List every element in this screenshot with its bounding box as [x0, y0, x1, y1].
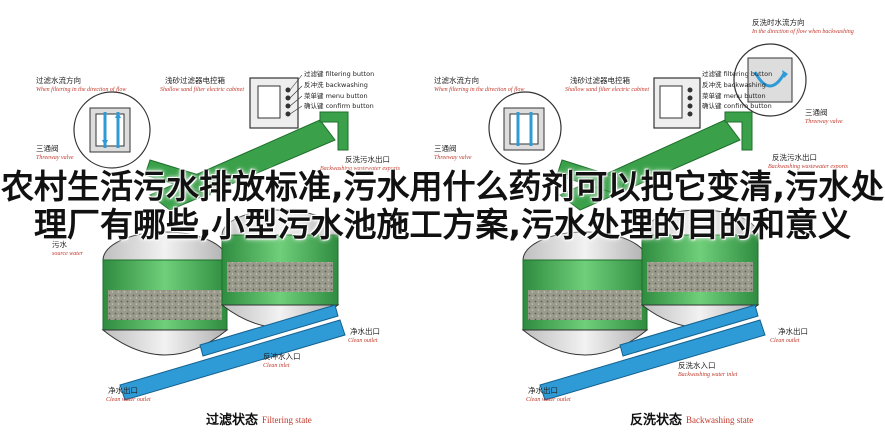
left-backwash-outlet-en: Backwashing wastewater exports: [320, 166, 401, 172]
left-backwash-inlet-en: Clean inlet: [263, 363, 290, 369]
left-cabinet-cn: 浅砂过滤器电控箱: [165, 75, 225, 85]
left-clean-outlet-en: Clean outlet: [348, 338, 378, 344]
right-filter-direction-cn: 过滤水流方向: [434, 75, 479, 85]
right-clean-water-outlet-cn: 净水出口: [528, 385, 558, 395]
right-backwash-outlet-en: Backwashing wastewater exports: [768, 164, 849, 170]
right-caption-en: Backwashing state: [686, 415, 753, 425]
left-valve-detail: [73, 91, 151, 169]
right-btn-backwashing: 反冲洗 backwashing: [702, 80, 766, 89]
left-btn-filtering: 过滤键 filtering button: [304, 69, 374, 78]
right-three-way-top-cn: 三通阀: [805, 107, 828, 117]
right-backwash-outlet-cn: 反洗污水出口: [772, 152, 817, 162]
left-filter-direction-cn: 过滤水流方向: [36, 75, 81, 85]
left-sewage-en: source water: [52, 251, 84, 257]
left-three-way-cn: 三通阀: [36, 143, 59, 153]
right-green-pipe: [559, 119, 741, 211]
right-btn-menu: 菜单键 menu button: [702, 91, 766, 100]
right-three-way-cn: 三通阀: [434, 143, 457, 153]
right-filter-direction-en: When filtering in the direction of flow: [434, 86, 524, 93]
left-panel: 过滤水流方向 When filtering in the direction o…: [36, 69, 401, 428]
right-backwash-inlet-cn: 反洗水入口: [678, 360, 716, 370]
right-cabinet-cn: 浅砂过滤器电控箱: [570, 75, 630, 85]
left-caption-cn: 过滤状态: [206, 412, 258, 428]
left-filter-direction-en: When filtering in the direction of flow: [36, 86, 126, 93]
left-clean-outlet-cn: 净水出口: [350, 326, 380, 336]
left-blue-pipe: [119, 319, 346, 401]
right-panel: 反洗时水流方向 In the direction of flow when ba…: [434, 17, 854, 428]
left-clean-water-outlet-cn: 净水出口: [108, 385, 138, 395]
left-control-cabinet: [249, 74, 303, 129]
right-backwash-valve-detail: [733, 43, 807, 117]
right-caption-cn: 反洗状态: [630, 412, 682, 428]
right-cabinet-en: Shallow sand filter electric cabinet: [565, 86, 649, 93]
right-clean-water-outlet-en: Clean water outlet: [526, 397, 571, 403]
right-three-way-top-en: Threeway valve: [805, 119, 843, 125]
right-blue-pipe: [539, 319, 766, 401]
left-btn-menu: 菜单键 menu button: [304, 91, 368, 100]
right-backwash-direction-en: In the direction of flow when backwashin…: [751, 28, 854, 35]
left-green-pipe: [149, 119, 336, 211]
left-caption-en: Filtering state: [262, 415, 312, 425]
left-clean-water-outlet-en: Clean water outlet: [106, 397, 151, 403]
left-btn-backwashing: 反冲洗 backwashing: [304, 80, 368, 89]
right-valve-detail: [488, 91, 562, 165]
right-three-way-en: Threeway valve: [434, 155, 472, 161]
right-btn-confirm: 确认键 confirm button: [702, 101, 772, 110]
right-tank-1: [521, 231, 649, 356]
right-backwash-direction-cn: 反洗时水流方向: [752, 17, 805, 27]
right-clean-outlet-en: Clean outlet: [770, 338, 800, 344]
left-tank-1: [101, 231, 229, 356]
right-tank-2: [640, 209, 760, 328]
left-sewage-cn: 污水: [52, 239, 67, 249]
left-three-way-en: Threeway valve: [36, 155, 74, 161]
left-backwash-inlet-cn: 反冲水入口: [263, 351, 301, 361]
left-cabinet-en: Shallow sand filter electric cabinet: [160, 86, 244, 93]
right-btn-filtering: 过滤键 filtering button: [702, 69, 772, 78]
right-control-cabinet: [653, 77, 701, 129]
right-clean-outlet-cn: 净水出口: [778, 326, 808, 336]
left-btn-confirm: 确认键 confirm button: [304, 101, 374, 110]
right-backwash-inlet-en: Backwashing water inlet: [678, 372, 738, 378]
left-backwash-outlet-cn: 反洗污水出口: [345, 154, 390, 164]
